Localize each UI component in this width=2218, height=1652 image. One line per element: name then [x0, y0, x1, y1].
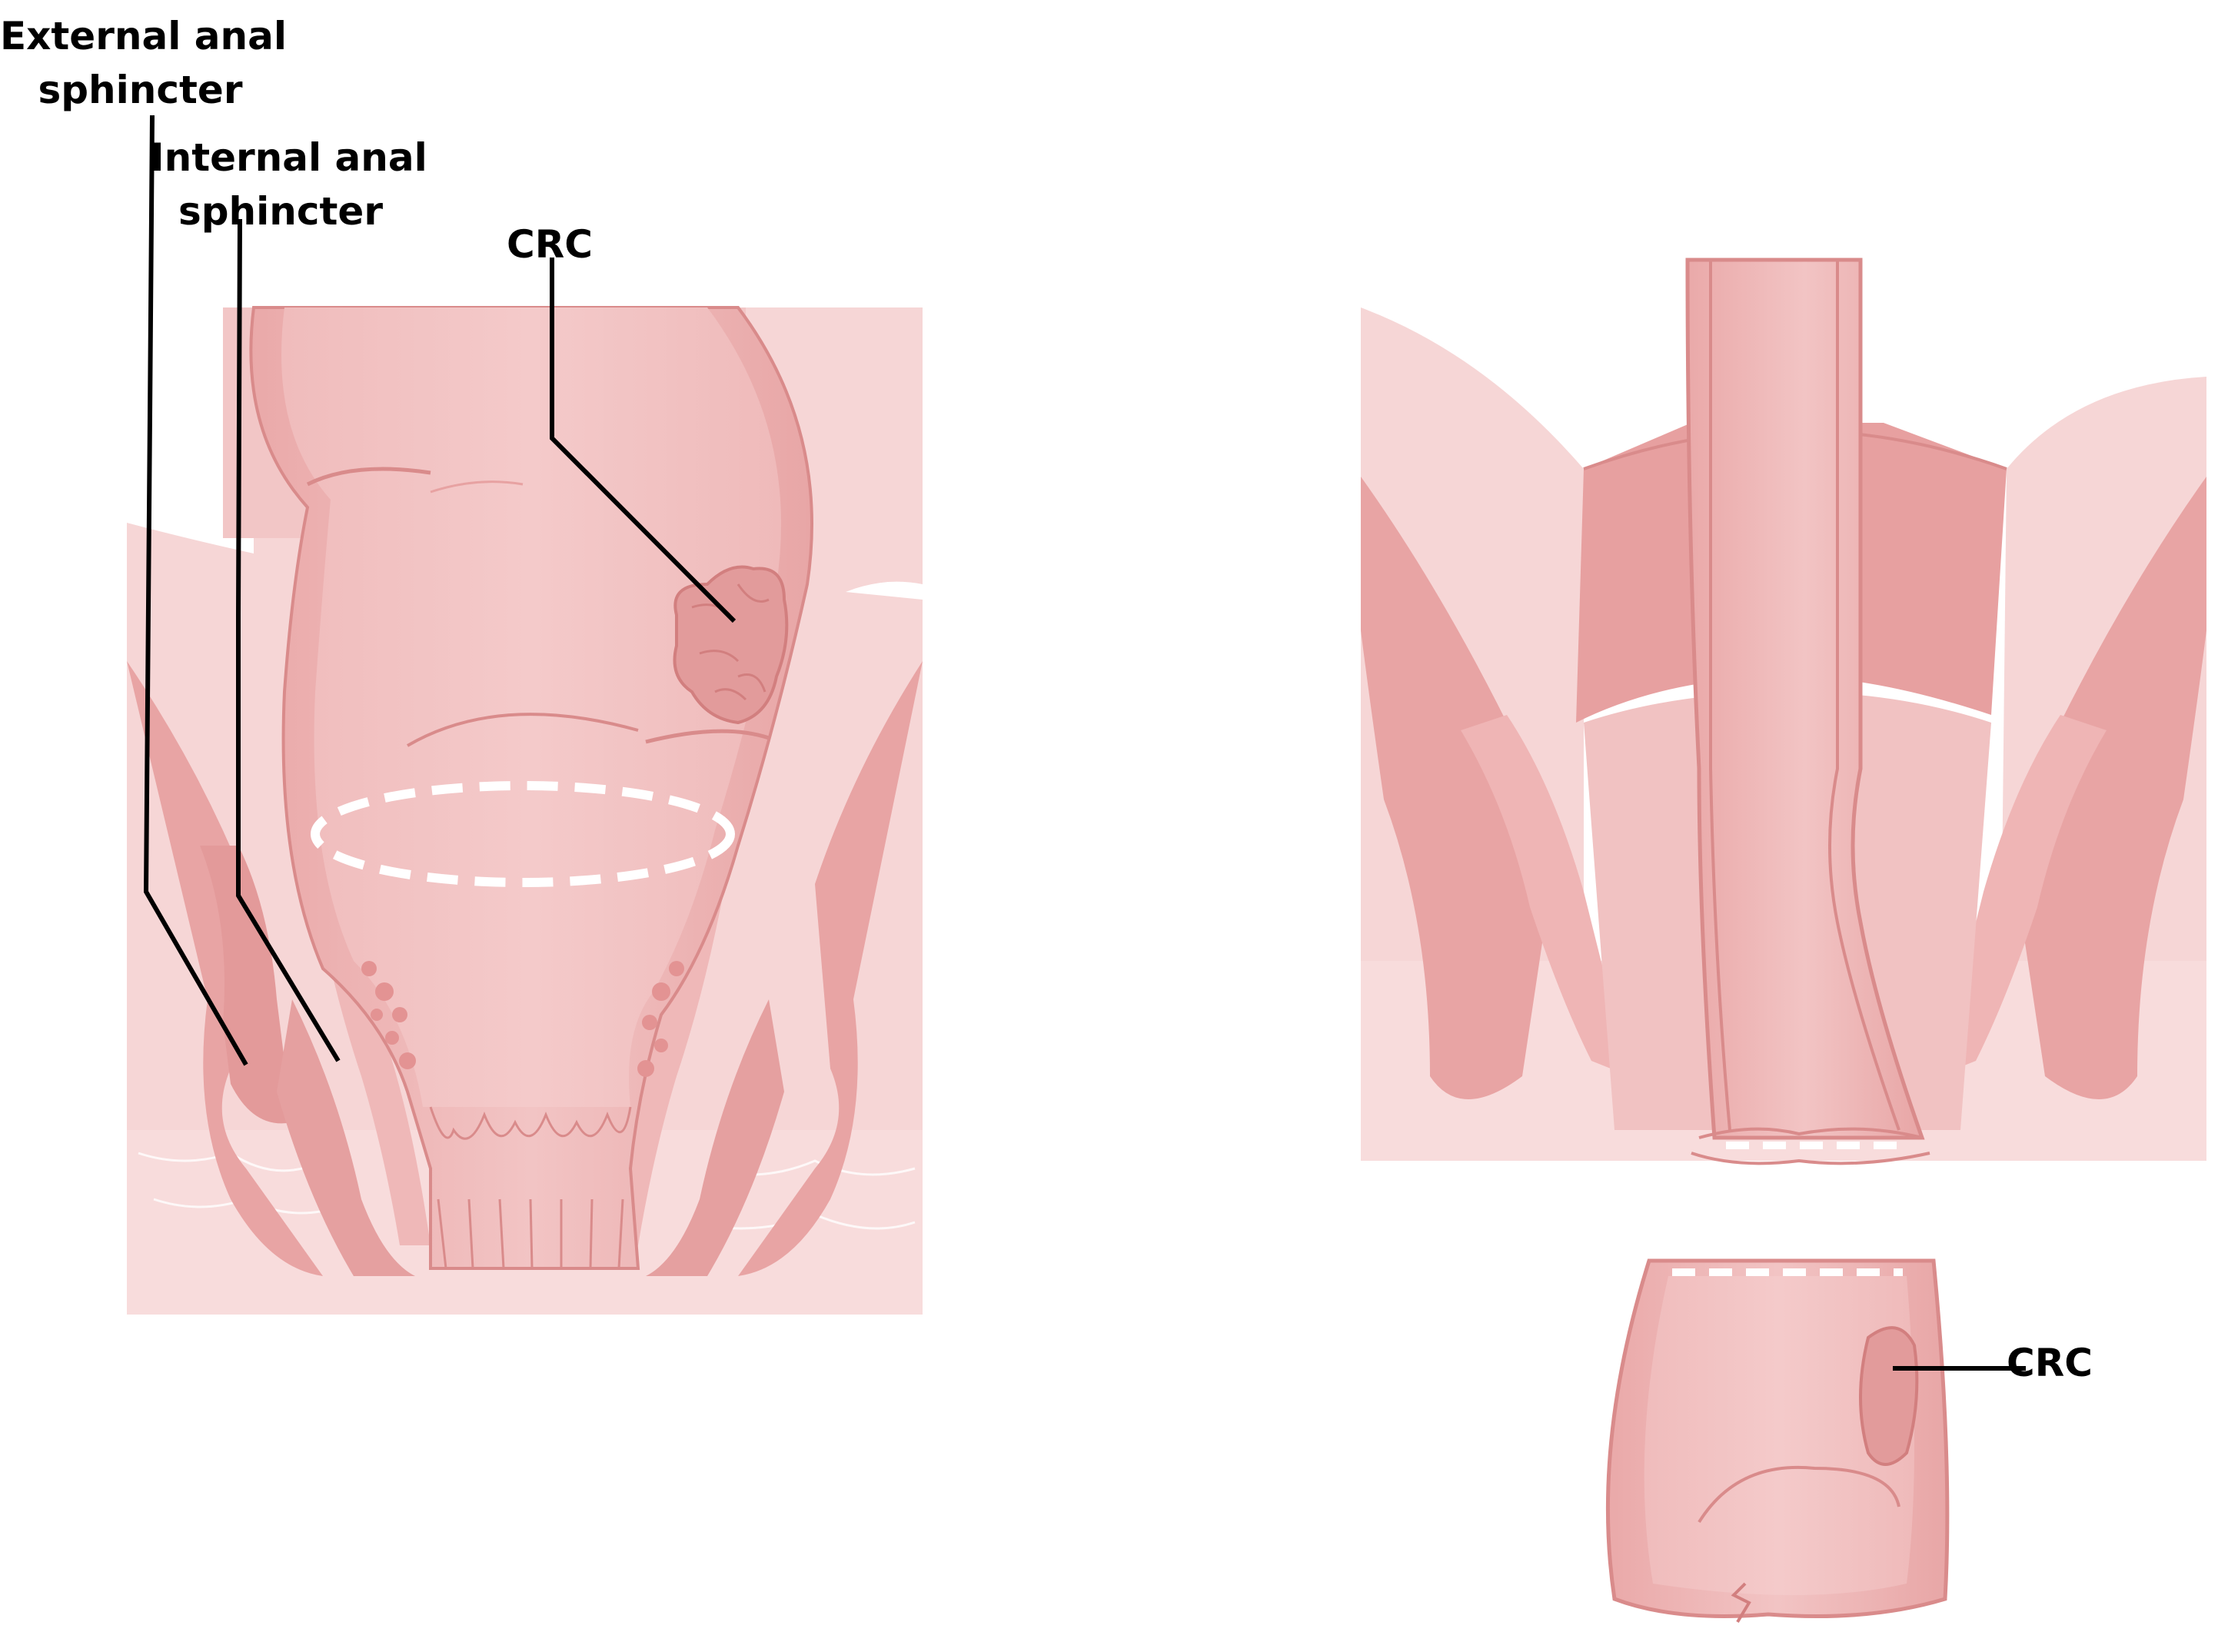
left-panel	[127, 115, 923, 1315]
tumor-specimen-icon	[1859, 1326, 1919, 1466]
rectal-lumen	[281, 307, 781, 1107]
anal-columns	[429, 1106, 632, 1269]
internal-label-line2: sphincter	[178, 189, 383, 234]
proximal-colon	[1685, 258, 1925, 1140]
external-anal-sphincter-label: External anal sphincter	[0, 9, 287, 117]
external-sphincter-right	[646, 661, 923, 1276]
leader-lines-left	[143, 115, 737, 1066]
external-label-line2: sphincter	[38, 68, 243, 112]
right-panel	[1361, 258, 2206, 1624]
resected-specimen	[1605, 1258, 1950, 1624]
crc-label-left: CRC	[507, 222, 593, 267]
resection-line-left	[311, 781, 735, 887]
external-sphincter-icon	[127, 661, 415, 1276]
tumor-icon	[673, 565, 789, 725]
internal-label-line1: Internal anal	[150, 135, 427, 180]
internal-anal-sphincter-label: Internal anal sphincter	[150, 131, 427, 238]
hemorrhoidal-plexus	[361, 961, 684, 1077]
external-label-line1: External anal	[0, 14, 287, 58]
crc-label-right: CRC	[2007, 1341, 2093, 1385]
